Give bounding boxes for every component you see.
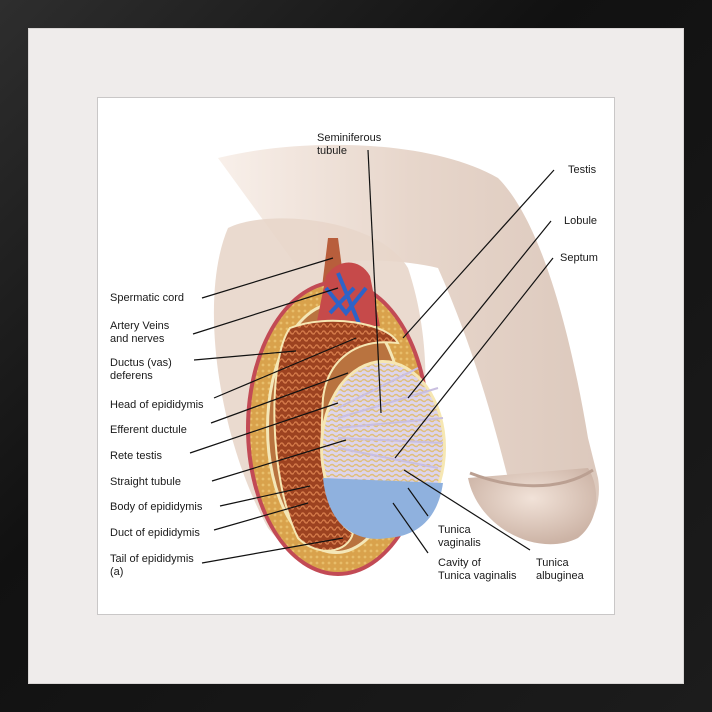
label-duct-of-epididymis: Duct of epididymis — [110, 527, 200, 539]
label-head-of-epididymis: Head of epididymis — [110, 399, 204, 411]
label-lobule: Lobule — [564, 215, 598, 227]
label-straight-tubule: Straight tubule — [110, 476, 181, 488]
leader-lines — [189, 149, 555, 564]
anatomy-illustration — [189, 144, 599, 576]
label-artery-veins-nerves: Artery Veins and nerves — [110, 320, 170, 345]
label-rete-testis: Rete testis — [110, 450, 162, 462]
label-seminiferous-tubule: Seminiferous tubule — [317, 132, 382, 157]
label-septum: Septum — [560, 252, 598, 264]
label-efferent-ductule: Efferent ductule — [110, 424, 187, 436]
label-spermatic-cord: Spermatic cord — [110, 292, 184, 304]
artwork: Spermatic cord Artery Veins and nerves D… — [98, 98, 614, 614]
label-body-of-epididymis: Body of epididymis — [110, 501, 203, 513]
label-testis: Testis — [568, 164, 597, 176]
label-tunica-vaginalis: Tunica vaginalis — [438, 524, 481, 549]
artery-veins — [316, 262, 380, 327]
label-cavity-tunica-vaginalis: Cavity of Tunica vaginalis — [438, 557, 517, 582]
testis — [320, 360, 446, 539]
label-ductus-deferens: Ductus (vas) deferens — [110, 357, 172, 382]
label-tail-of-epididymis: Tail of epididymis (a) — [110, 553, 194, 578]
label-tunica-albuginea: Tunica albuginea — [536, 557, 584, 582]
